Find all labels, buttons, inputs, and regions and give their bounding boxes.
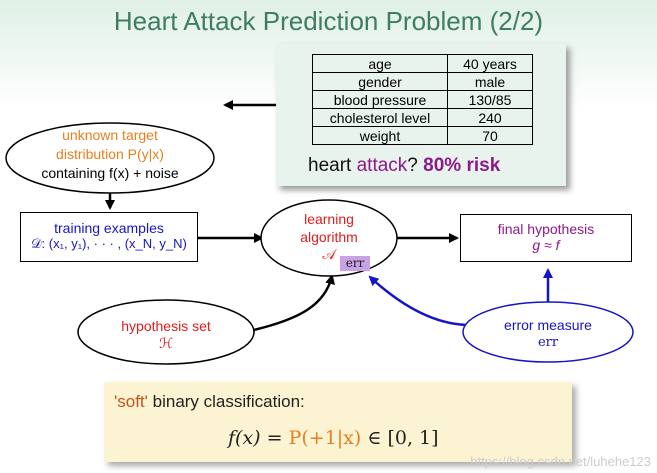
- training-examples-node: training examples 𝒟: (x₁, y₁), · · · , (…: [20, 212, 198, 262]
- watermark: https://blog.csdn.net/luhehe123: [470, 454, 651, 469]
- learning-line2: algorithm: [300, 229, 358, 245]
- soft-heading: 'soft' binary classification:: [114, 392, 305, 412]
- target-ellipse: [5, 122, 215, 194]
- risk-question: ?: [407, 155, 424, 176]
- arrow-error-to-algorithm: [368, 275, 471, 327]
- error-line1: error measure: [504, 317, 592, 333]
- final-hypothesis-node: final hypothesis g ≈ f: [460, 214, 632, 262]
- hypothesis-symbol: ℋ: [159, 336, 173, 352]
- soft-classification-panel: 'soft' binary classification: f(x) = P(+…: [104, 382, 572, 462]
- table-cell: 40 years: [447, 54, 533, 73]
- target-line3: containing f(x) + noise: [41, 165, 179, 181]
- table-cell: 70: [447, 126, 533, 145]
- risk-statement: heart attack? 80% risk: [308, 155, 500, 177]
- learning-symbol: 𝒜: [322, 247, 336, 263]
- table-cell: male: [447, 72, 533, 91]
- table-cell: cholesterol level: [312, 108, 448, 127]
- soft-quote: 'soft': [114, 392, 148, 411]
- target-line2: distribution P(y|x): [56, 146, 164, 162]
- formula-tail: ∈ [0, 1]: [361, 427, 439, 449]
- arrow-hypothesis-to-algorithm: [244, 274, 335, 334]
- error-symbol: err: [537, 335, 559, 350]
- err-hat-badge: err: [340, 256, 370, 271]
- error-measure-node: error measure err: [464, 316, 632, 352]
- final-line1: final hypothesis: [497, 221, 595, 237]
- soft-formula: f(x) = P(+1|x) ∈ [0, 1]: [228, 427, 439, 449]
- table-cell: blood pressure: [312, 90, 448, 109]
- target-distribution-node: unknown target distribution P(y|x) conta…: [10, 126, 210, 183]
- formula-rhs: P(+1|x): [288, 427, 362, 449]
- table-cell: weight: [312, 126, 448, 145]
- error-ellipse: [462, 301, 634, 363]
- target-line1: unknown target: [62, 127, 158, 143]
- risk-attack: attack: [356, 155, 408, 176]
- hypothesis-set-node: hypothesis set ℋ: [80, 317, 252, 353]
- learning-line1: learning: [304, 211, 354, 227]
- training-label: training examples: [54, 220, 164, 236]
- hypothesis-ellipse: [77, 299, 255, 365]
- page-title: Heart Attack Prediction Problem (2/2): [113, 6, 544, 36]
- hypothesis-line1: hypothesis set: [121, 318, 211, 334]
- risk-value: 80% risk: [423, 155, 501, 176]
- soft-rest: binary classification:: [147, 392, 305, 411]
- final-line2: g ≈ f: [532, 237, 560, 253]
- learning-algorithm-node: learning algorithm 𝒜: [262, 210, 396, 264]
- training-data: 𝒟: (x₁, y₁), · · · , (x_N, y_N): [31, 236, 187, 251]
- risk-prefix: heart: [308, 155, 357, 176]
- formula-lhs: f(x) =: [228, 427, 289, 449]
